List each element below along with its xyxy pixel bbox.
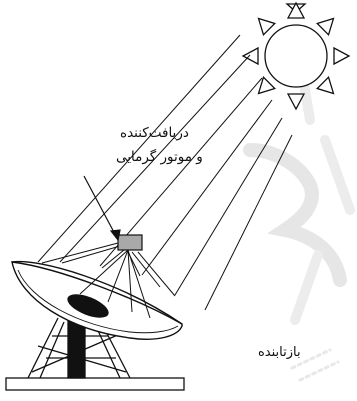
base-slab <box>6 378 184 390</box>
incoming-rays <box>38 35 292 310</box>
reflector-label: بازتابنده <box>258 345 301 360</box>
receiver-label-line2: و موتور گرمایی <box>116 148 203 165</box>
sun-icon <box>243 3 349 109</box>
receiver-box <box>118 235 142 250</box>
background-watermark <box>250 60 350 380</box>
receiver-label-line1: دریافت‌کننده <box>120 125 189 141</box>
reflector-dish <box>12 262 182 340</box>
